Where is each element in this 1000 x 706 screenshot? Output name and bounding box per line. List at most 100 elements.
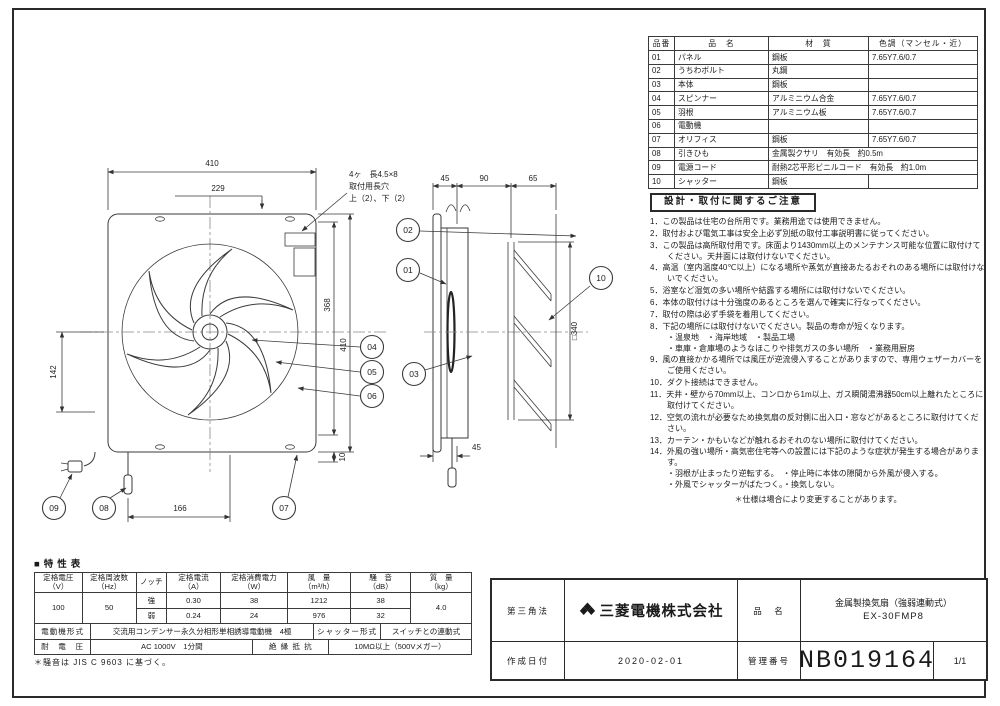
note-item: 9．風の直接かかる場所では風圧が逆流侵入することがありますので、専用ウェザーカバ… — [650, 355, 983, 376]
balloon-09: 09 — [41, 495, 67, 521]
parts-header-row: 品番 品 名 材 質 色調（マンセル・近） — [648, 36, 978, 51]
dim-front-bottom: 166 — [173, 504, 187, 513]
svg-text:03: 03 — [409, 369, 419, 379]
front-view: 410 229 142 368 410 166 10 4ヶ 長4.5×8 取付用… — [49, 159, 410, 522]
balloon-03: 03 — [401, 361, 427, 387]
front-dimensions: 410 229 142 368 410 166 10 — [49, 159, 354, 522]
dim-front-width: 410 — [205, 159, 219, 168]
product-model: EX-30FMP8 — [863, 611, 924, 623]
drawing-number: NB019164 — [801, 642, 934, 679]
col-part-name: 品 名 — [674, 36, 769, 51]
svg-text:05: 05 — [367, 367, 377, 377]
spec-motor-table: 電動機形式 交流用コンデンサー永久分相形単相誘導電動機 4極 シャッター形式 ス… — [33, 623, 472, 640]
dim-front-gap: 10 — [338, 452, 347, 461]
svg-text:06: 06 — [367, 391, 377, 401]
balloon-07: 07 — [271, 495, 297, 521]
spinner — [201, 323, 219, 341]
svg-text:02: 02 — [403, 225, 413, 235]
dim-side-cord: 45 — [472, 443, 481, 452]
balloon-10: 10 — [588, 265, 614, 291]
note-item: 4．高温（室内温度40℃以上）になる場所や蒸気が直接あたるおそれのある場所には取… — [650, 263, 985, 284]
notes-title: 設計・取付に関するご注意 — [650, 193, 817, 212]
installation-notes: 設計・取付に関するご注意 1．この製品は住宅の台所用です。業務用途では使用できま… — [650, 193, 986, 506]
shutter-louvers — [507, 214, 557, 448]
balloon-05: 05 — [359, 359, 385, 385]
note-item: 12．空気の流れが必要なため換気扇の反対側に出入口・窓などがあるところに取付けて… — [650, 412, 979, 433]
slot-annotation: 4ヶ 長4.5×8 取付用長穴 上（2）、下（2） — [301, 170, 410, 232]
mitsubishi-logo-icon — [579, 602, 595, 615]
note-item: 1．この製品は住宅の台所用です。業務用途では使用できません。 — [650, 216, 886, 226]
svg-text:取付用長穴: 取付用長穴 — [349, 181, 389, 191]
pull-cord — [123, 452, 133, 495]
dim-side-a: 45 — [441, 174, 450, 183]
side-pull-cord — [447, 438, 457, 488]
dim-front-height: 410 — [339, 338, 348, 352]
projection-label: 第三角法 — [492, 580, 565, 642]
dim-side-b: 90 — [480, 174, 489, 183]
page-number: 1/1 — [953, 655, 967, 666]
balloon-02: 02 — [395, 217, 421, 243]
dim-front-left: 142 — [49, 365, 58, 379]
spec-row-high: 100 50 強 0.30 38 1212 38 4.0 — [34, 592, 472, 625]
note-item: 13．カーテン・かもいなどが触れるおそれのない場所に取付けてください。 — [650, 435, 923, 445]
col-part-color: 色調（マンセル・近） — [868, 36, 978, 51]
note-item: 5．浴室など湿気の多い場所や結露する場所には取付けないでください。 — [650, 286, 911, 296]
mounting-slots — [155, 216, 295, 450]
dim-side-opening: □340 — [570, 321, 579, 340]
note-item: 6．本体の取付けは十分強度のあるところを選んで確実に行なってください。 — [650, 298, 926, 308]
dim-side-c: 65 — [529, 174, 538, 183]
product-name-label: 品 名 — [738, 580, 801, 642]
creation-date: 2020-02-01 — [565, 642, 738, 679]
svg-text:07: 07 — [279, 503, 289, 513]
note-item: 11．天井・壁から70mm以上、コンロから1m以上、ガス瞬間湯沸器50cm以上離… — [650, 390, 984, 410]
company-name: 三菱電機株式会社 — [579, 600, 724, 621]
balloon-leaders — [59, 230, 591, 499]
date-label: 作成日付 — [492, 642, 565, 679]
side-dimensions: 45 90 65 □340 45 — [420, 174, 579, 462]
svg-text:01: 01 — [403, 265, 413, 275]
notes-footer: ＊仕様は場合により変更することがあります。 — [734, 494, 902, 504]
note-item: 3．この製品は高所取付用です。床面より1430mm以上のメンテナンス可能な位置に… — [650, 240, 981, 261]
side-hooks — [445, 204, 471, 213]
spec-title: ■特性表 — [34, 559, 85, 570]
note-item: 14．外風の強い場所・高気密住宅等への設置には下記のような症状が発生する場合があ… — [650, 447, 979, 490]
spec-note: ＊騒音は JIS C 9603 に基づく。 — [34, 658, 172, 668]
spec-electric-table: 耐 電 圧 AC 1000V 1分間 絶 縁 抵 抗 10MΩ以上（500Vメガ… — [33, 638, 472, 656]
spec-table: 定格電圧 （V） 定格周波数 （Hz） ノッチ 定格電流 （A） 定格消費電力 … — [34, 571, 472, 625]
svg-text:10: 10 — [596, 273, 606, 283]
product-name: 金属製換気扇（強弱連動式） — [834, 597, 952, 608]
cord-exit-detail — [284, 232, 316, 277]
balloon-06: 06 — [359, 383, 385, 409]
product-name-cell: 金属製換気扇（強弱連動式） EX-30FMP8 — [801, 580, 986, 641]
balloon-01: 01 — [395, 257, 421, 283]
balloon-08: 08 — [91, 495, 117, 521]
svg-text:4ヶ 長4.5×8: 4ヶ 長4.5×8 — [349, 170, 398, 179]
col-part-material: 材 質 — [768, 36, 869, 51]
svg-text:08: 08 — [99, 503, 109, 513]
number-label: 管理番号 — [738, 642, 801, 679]
title-block: 第三角法 三菱電機株式会社 品 名 金属製換気扇（強弱連動式） EX-30FMP… — [490, 578, 988, 681]
fan-blades — [121, 243, 299, 421]
dim-front-inner: 368 — [323, 298, 332, 312]
balloon-04: 04 — [359, 334, 385, 360]
side-body — [440, 227, 469, 439]
col-part-no: 品番 — [648, 36, 675, 51]
side-view: 45 90 65 □340 45 — [420, 174, 588, 488]
svg-text:上（2）、下（2）: 上（2）、下（2） — [349, 194, 410, 203]
note-item: 8．下記の場所には取付けないでください。製品の寿命が短くなります。 ・温泉地 ・… — [650, 321, 915, 353]
svg-text:09: 09 — [49, 503, 59, 513]
power-plug — [60, 451, 96, 473]
note-item: 10．ダクト接続はできません。 — [650, 378, 763, 388]
